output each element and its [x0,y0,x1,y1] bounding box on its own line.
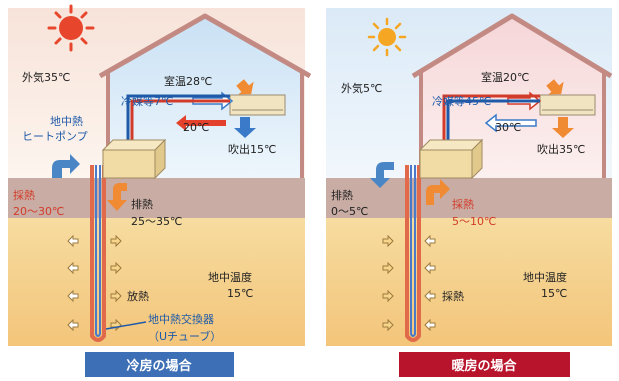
exchanger-label-line2: （Uチューブ） [148,329,221,343]
heatpump-label-line2: ヒートポンプ [22,130,88,143]
heat-pump-unit-icon [418,138,484,180]
ground-arrows-right [382,234,436,332]
outside-temp-right: 外気5℃ [341,81,382,95]
outlet-arrow-icon [234,117,256,138]
caption-box-right [399,352,570,377]
collect-heat-arrow-icon [52,154,80,178]
ground-temp-value-right: 15℃ [541,287,567,300]
return-arrow-icon [176,115,226,131]
outlet-temp-right: 吹出35℃ [537,142,585,156]
room-air-arrow-icon [236,79,254,95]
heatpump-label-line1: 地中熱 [50,115,83,128]
caption-right: 暖房の場合 [451,358,517,374]
exchanger-label-line1: 地中熱交換器 [148,312,214,326]
caption-left: 冷房の場合 [126,358,192,374]
collect-label-left: 採熱 [13,188,35,202]
collect-heat-arrow-icon [426,179,450,205]
exhaust-label-left: 排熱 [131,197,153,211]
collect-label-right: 採熱 [452,197,474,211]
room-air-arrow-icon [546,79,564,95]
cooling-panel: 外気35℃ 室温28℃ 冷媒等7℃ 20℃ 吹出15℃ 地中熱 ヒートポンプ 採… [8,4,312,377]
heat-pump-unit-icon [101,138,167,180]
return-arrow-icon [484,113,537,133]
sun-icon [367,17,407,57]
return-temp-left: 20℃ [183,121,209,134]
outlet-arrow-icon [552,117,574,138]
exhaust-heat-arrow-icon [107,183,127,211]
refrigerant-right: 冷媒等45℃ [432,94,491,108]
pipe-loop-left [90,94,230,342]
sun-icon [47,4,95,52]
heating-panel: 外気5℃ 室温20℃ 冷媒等45℃ 30℃ 吹出35℃ 排熱 0～5℃ 採熱 5… [326,8,613,377]
ground-temp-value-left: 15℃ [227,287,253,300]
exhaust-heat-arrow-icon [370,162,394,188]
release-label-left: 放熱 [127,289,149,303]
ground-left [8,218,305,346]
surface-layer-right [326,178,612,218]
return-temp-right: 30℃ [495,121,521,134]
outside-temp-left: 外気35℃ [22,70,70,84]
ground-arrows-left [67,234,122,332]
indoor-unit-icon [229,94,286,116]
exhaust-range-left: 25～35℃ [131,215,182,228]
ground-temp-label-left: 地中温度 [208,270,252,284]
outlet-temp-left: 吹出15℃ [228,142,276,156]
room-temp-right: 室温20℃ [481,70,529,84]
ground-collect-label-right: 採熱 [442,289,464,303]
ground-temp-label-right: 地中温度 [523,270,567,284]
ground-right [326,218,612,346]
refrigerant-left: 冷媒等7℃ [121,94,173,108]
surface-layer-left [8,178,305,218]
indoor-unit-icon [539,94,596,116]
collect-range-left: 20～30℃ [13,205,64,218]
room-temp-left: 室温28℃ [164,74,212,88]
pipe-loop-right [405,94,540,342]
exhaust-range-right: 0～5℃ [331,205,368,218]
caption-box-left [85,352,234,377]
exhaust-label-right: 排熱 [331,188,353,202]
collect-range-right: 5～10℃ [452,215,496,228]
exchanger-pointer [105,321,147,330]
